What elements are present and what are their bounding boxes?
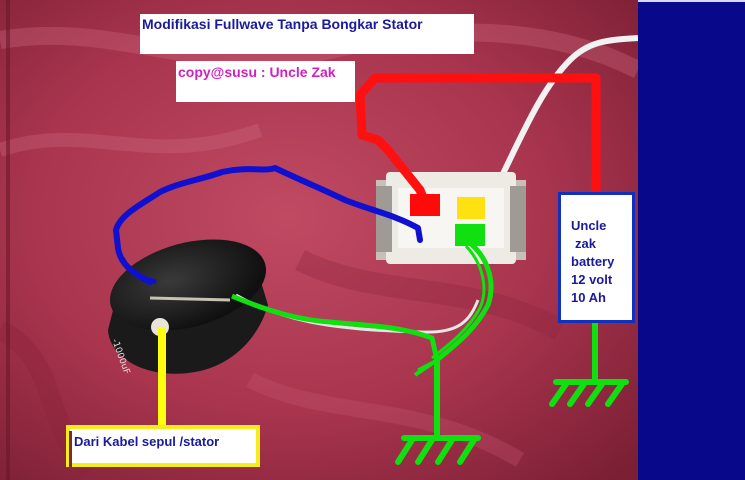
battery-label: Uncle zak battery 12 volt 10 Ah (558, 192, 635, 323)
stator-wire (113, 165, 423, 285)
terminal-yellow (457, 197, 485, 219)
battery-label-line: zak (575, 236, 596, 251)
right-panel (638, 0, 745, 480)
battery-label-line: Uncle (571, 218, 607, 233)
ground-symbol-icon (395, 355, 481, 465)
ground-symbol-icon (549, 315, 629, 407)
terminal-green (455, 224, 485, 246)
battery-label-line: 10 Ah (571, 290, 606, 305)
battery-label-line: battery (571, 254, 615, 269)
source-label: Dari Kabel sepul /stator (66, 425, 260, 467)
white-wire (492, 35, 638, 192)
battery-label-line: 12 volt (571, 272, 613, 287)
credit-label: copy@susu : Uncle Zak (176, 61, 355, 102)
capacitor-ground-wire (231, 293, 440, 410)
capacitor: -1000uF (108, 239, 268, 376)
wiring-overlay (113, 73, 629, 465)
terminal-red (410, 194, 440, 216)
diagram-title: Modifikasi Fullwave Tanpa Bongkar Stator (140, 14, 474, 54)
rectifier-ground-wire (435, 241, 494, 362)
positive-wire (355, 73, 601, 202)
